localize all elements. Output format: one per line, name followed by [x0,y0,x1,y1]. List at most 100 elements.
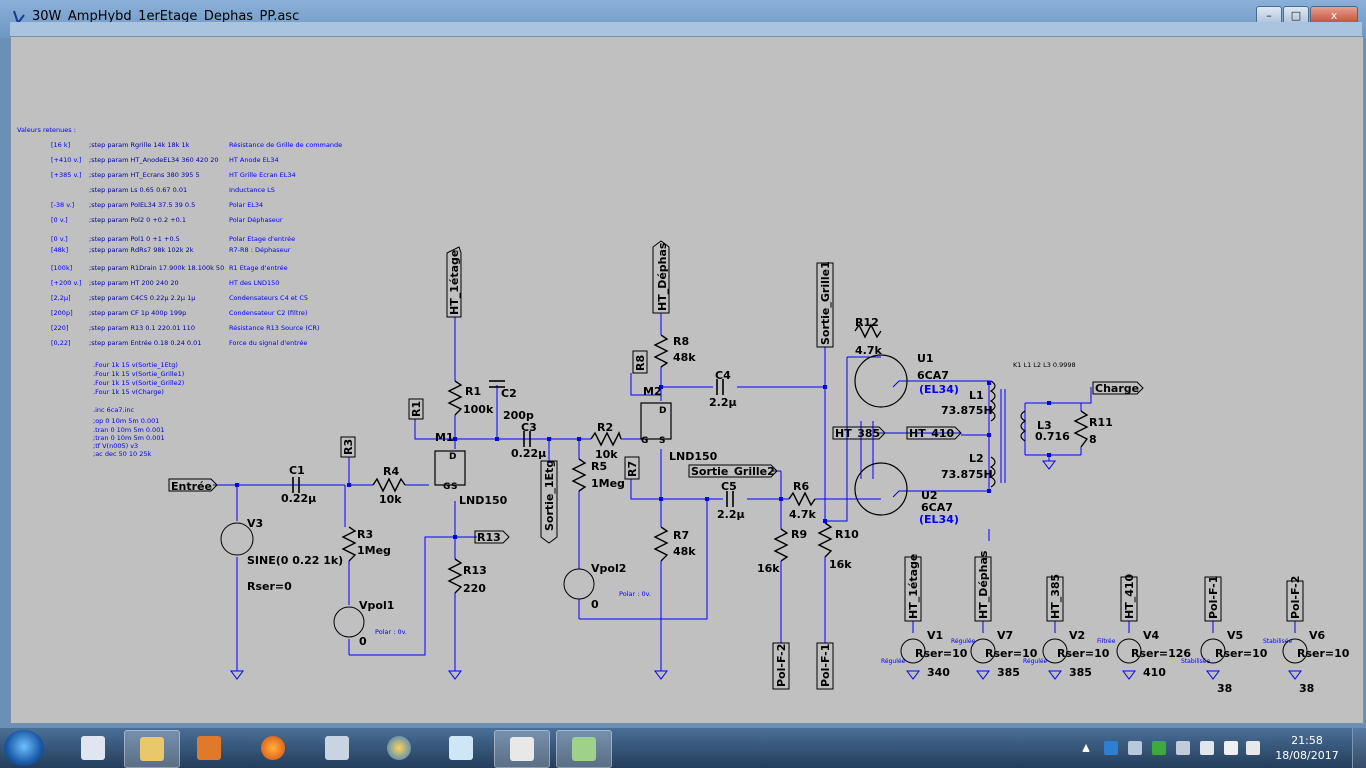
folder-icon [140,737,164,761]
taskbar-explorer[interactable] [124,730,180,768]
clock[interactable]: 21:58 18/08/2017 [1272,733,1342,763]
source-vpol1 [333,606,365,638]
svg-text:C4: C4 [715,369,731,382]
show-desktop-button[interactable] [1352,728,1366,768]
tool-icon[interactable] [1200,741,1214,755]
svg-text:SINE(0 0.22 1k): SINE(0 0.22 1k) [247,554,343,567]
svg-text:(EL34): (EL34) [919,383,959,396]
directive-cmd: ;step param Pol1 0 +1 +0.5 [89,235,180,243]
svg-text:R3: R3 [357,528,373,541]
svg-text:16k: 16k [829,558,852,571]
svg-text:1Meg: 1Meg [591,477,625,490]
svg-text:0.22µ: 0.22µ [511,447,546,460]
supply-rser: Rser=126 [1131,647,1191,660]
svg-text:M2: M2 [643,385,662,398]
resistor-r7 [653,526,669,562]
svg-text:0: 0 [359,635,367,648]
mosfet-m2 [640,402,672,440]
sim-3: ;tran 0 10m 5m 0.001 [93,434,165,442]
supply-value: 410 [1143,666,1166,679]
compass-icon [387,736,411,760]
ltspice-icon [510,737,534,761]
schematic-svg[interactable]: Valeurs retenues : [16 k];step param Rgr… [11,37,1363,723]
directive-cmd: ;step param R1Drain 17.900k 18.100k 50 [89,264,224,272]
supply-rser: Rser=10 [985,647,1038,660]
taskbar-wordpad[interactable] [66,730,120,766]
start-button[interactable] [4,730,44,766]
taskbar-ltspice[interactable] [494,730,550,768]
firefox-icon [261,736,285,760]
svg-text:(EL34): (EL34) [919,513,959,526]
taskbar-compass-app[interactable] [372,730,426,766]
svg-text:R13: R13 [463,564,487,577]
security-icon[interactable] [1152,741,1166,755]
supply-note: Stabilisée [1263,638,1292,645]
svg-text:S: S [451,482,457,492]
mosfets [434,402,672,486]
directive-desc: Condensateur C2 (filtre) [229,309,307,317]
svg-text:100k: 100k [463,403,494,416]
spice-directives: Valeurs retenues : [16 k];step param Rgr… [17,126,1076,458]
directive-cmd: ;step param Rgrille 14k 18k 1k [89,141,190,149]
net-r3: R3 [342,439,355,455]
supply-note: Régulée [1023,658,1048,665]
flag-icon[interactable] [1128,741,1142,755]
supply-name: V6 [1309,629,1326,642]
directive-desc: Polar Etage d'entrée [229,235,295,243]
svg-text:R2: R2 [597,421,613,434]
inductor-l2 [989,456,996,488]
directive-value: [-38 v.] [51,201,74,209]
volume-icon[interactable] [1246,741,1260,755]
net-ht-1etage-supply: HT_1étage [907,554,920,619]
taskbar-notes[interactable] [434,730,488,766]
sim-1: ;op 0 10m 5m 0.001 [93,417,159,425]
taskbar-firefox[interactable] [246,730,300,766]
supply-rser: Rser=10 [1297,647,1350,660]
source-vpol2 [563,568,595,600]
tray-expand-icon[interactable] [1082,744,1090,752]
taskbar-spreadsheet[interactable] [556,730,612,768]
net-pol-f1: Pol-F-1 [819,644,832,687]
svg-text:LND150: LND150 [459,494,508,507]
resistor-r2 [590,431,622,447]
resistor-r13 [447,558,463,594]
schematic-canvas[interactable]: Valeurs retenues : [16 k];step param Rgr… [10,36,1364,724]
supply-note: Régulée [951,638,976,645]
net-pol-f2: Pol-F-2 [775,644,788,687]
resistor-r8 [653,334,669,368]
resistors [341,323,1089,594]
svg-text:D: D [659,406,666,416]
directive-desc: Force du signal d'entrée [229,339,307,347]
svg-text:M1: M1 [435,431,454,444]
source-v5 [1200,638,1226,664]
usb-icon[interactable] [1176,741,1190,755]
net-flags [168,240,1304,690]
directive-cmd: ;step param HT 200 240 20 [89,279,179,287]
directive-value: [48k] [51,246,68,254]
net-sortie-1etg: Sortie_1Etg [543,460,556,531]
svg-text:L3: L3 [1037,419,1052,432]
supply-rser: Rser=10 [1215,647,1268,660]
net-sortie-grille1: Sortie_Grille1 [819,261,832,345]
directive-desc: Polar Déphaseur [229,216,283,224]
svg-text:10k: 10k [379,493,402,506]
tube-u2 [854,462,908,516]
taskbar-media-player[interactable] [182,730,236,766]
svg-text:R6: R6 [793,480,809,493]
supply-name: V2 [1069,629,1085,642]
network-status-icon[interactable] [1104,741,1118,755]
net-r7: R7 [626,461,639,477]
net-pol-f1-supply: Pol-F-1 [1207,576,1220,619]
resistor-r1 [447,380,463,416]
source-v1 [900,638,926,664]
svg-text:U1: U1 [917,352,934,365]
taskbar-calculator[interactable] [310,730,364,766]
spreadsheet-icon [572,737,596,761]
svg-text:C3: C3 [521,421,537,434]
svg-text:4.7k: 4.7k [789,508,816,521]
resistor-r5 [571,458,587,492]
directive-desc: HT des LND150 [229,279,279,287]
signal-icon[interactable] [1224,741,1238,755]
